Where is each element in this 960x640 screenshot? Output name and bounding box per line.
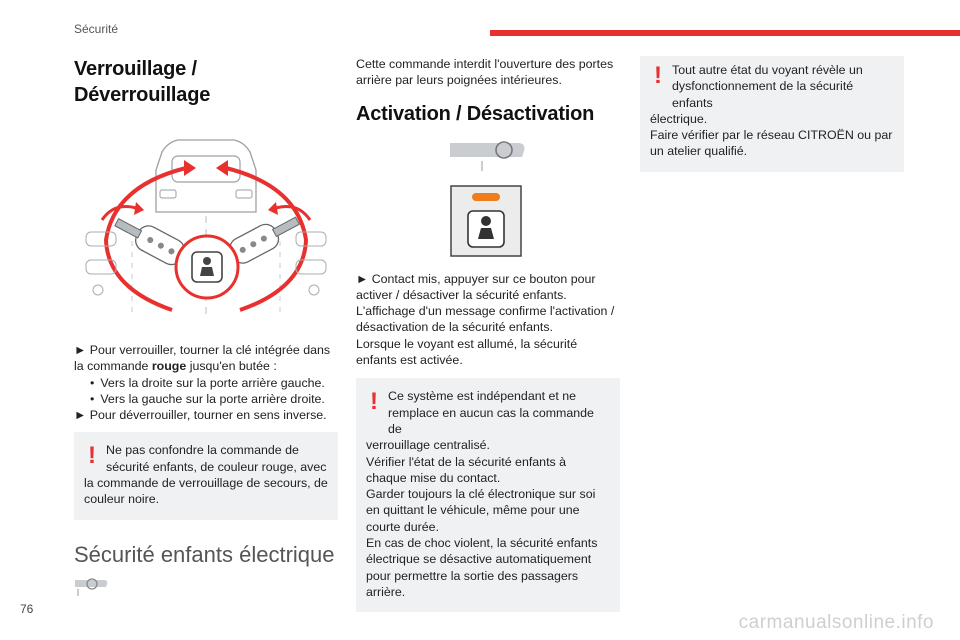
header-accent-bar	[490, 30, 960, 36]
warning-text: Ne pas confondre la commande de sécurité…	[106, 443, 327, 474]
column-activation: Cette commande interdit l'ouverture des …	[356, 56, 620, 613]
warning-box: ! Tout autre état du voyant révèle un dy…	[640, 56, 904, 172]
heading-activation: Activation / Désactivation	[356, 102, 595, 125]
lock-instruction-text: ► Pour verrouiller, tourner la clé intég…	[74, 343, 331, 374]
list-item: Vers la gauche sur la porte arrière droi…	[90, 391, 338, 407]
child-lock-icon	[174, 234, 240, 300]
lock-instruction-bold: rouge	[151, 359, 187, 374]
column-lock-unlock: Verrouillage / Déverrouillage	[74, 56, 338, 598]
warning-text-check: Vérifier l'état de la sécurité enfants à…	[366, 454, 567, 485]
message-confirm-text: L'affichage d'un message confirme l'acti…	[356, 304, 615, 335]
unlock-instruction-text: ► Pour déverrouiller, tourner en sens in…	[74, 408, 327, 423]
page-number: 76	[20, 602, 34, 616]
heading-lock-unlock: Verrouillage / Déverrouillage	[74, 58, 211, 106]
warning-box: ! Ne pas confondre la commande de sécuri…	[74, 432, 338, 520]
section-title-electric-child-lock: Sécurité enfants électrique	[74, 541, 335, 567]
list-item: Vers la droite sur la porte arrière gauc…	[90, 375, 338, 391]
warning-box: ! Ce système est indépendant et ne rempl…	[356, 378, 620, 613]
warning-text-cont: la commande de verrouillage de secours, …	[84, 476, 328, 507]
warning-text-cont: électrique.	[650, 111, 708, 126]
warning-icon: !	[654, 62, 662, 89]
section-label: Sécurité	[74, 22, 119, 36]
car-rear-doors-diagram	[85, 139, 327, 320]
warning-text: Tout autre état du voyant révèle un dysf…	[672, 63, 863, 110]
warning-text-dealer: Faire vérifier par le réseau CITROËN ou …	[650, 128, 893, 159]
lock-instruction-end: jusqu'en butée :	[186, 359, 277, 374]
watermark: carmanualsonline.info	[738, 612, 934, 633]
indicator-text: Lorsque le voyant est allumé, la sécurit…	[356, 336, 578, 368]
lock-direction-list: Vers la droite sur la porte arrière gauc…	[74, 375, 338, 408]
warning-text-crash: En cas de choc violent, la sécurité enfa…	[366, 536, 598, 599]
column-malfunction: ! Tout autre état du voyant révèle un dy…	[640, 56, 904, 172]
warning-icon: !	[370, 388, 378, 416]
steering-wheel-icon	[450, 140, 525, 171]
steering-wheel-icon	[75, 578, 108, 596]
warning-text: Ce système est indépendant et ne remplac…	[388, 389, 594, 436]
warning-text-key: Garder toujours la clé électronique sur …	[366, 487, 596, 534]
child-lock-button-icon	[450, 184, 522, 257]
warning-text-cont: verrouillage centralisé.	[366, 438, 490, 453]
press-button-text: ► Contact mis, appuyer sur ce bouton pou…	[356, 271, 596, 302]
intro-text: Cette commande interdit l'ouverture des …	[356, 57, 614, 88]
warning-icon: !	[88, 442, 96, 470]
